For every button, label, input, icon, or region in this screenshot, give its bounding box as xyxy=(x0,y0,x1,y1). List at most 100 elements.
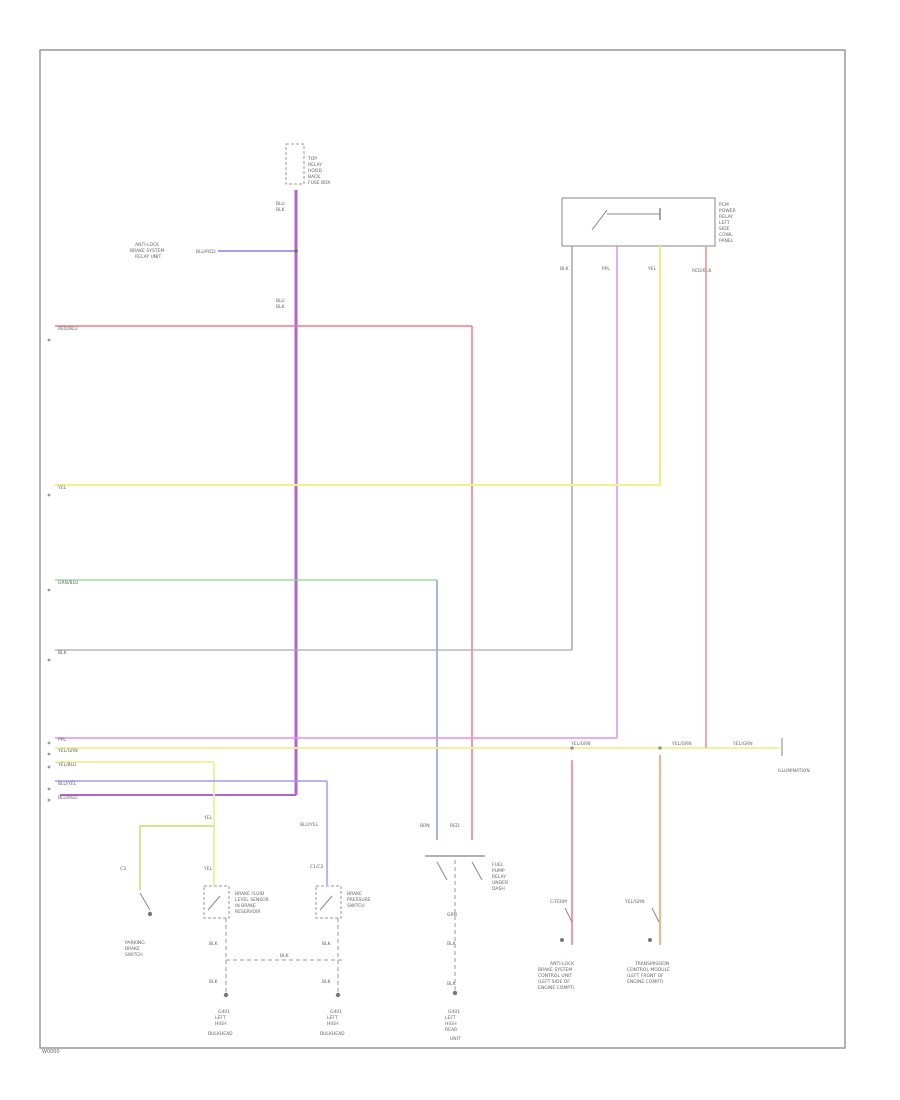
fluid-sensor-1-label-1: BRAKE FLUID xyxy=(235,891,265,897)
terminal-label-red-blue: RED/BLU xyxy=(58,326,78,332)
fluid-sensor-1-label-4: RESERVOIR xyxy=(235,909,261,915)
svg-text:PRESSURE: PRESSURE xyxy=(347,897,371,903)
terminal-label-blu-red: BLU/RED xyxy=(58,795,78,801)
transmission-control-module: YEL/GRN TRANSMISSION CONTROL MODULE (LEF… xyxy=(624,899,670,985)
fluid-sensor-2-ground-dot xyxy=(335,992,341,998)
terminal-dot xyxy=(47,752,51,756)
right-wire-label-c: YEL/GRN xyxy=(732,741,753,747)
top-connector-line-3: HOOD xyxy=(308,168,322,174)
mid-wire-label-2: BLK xyxy=(276,304,286,310)
fuel-pump-wire-b: BLK xyxy=(447,941,457,947)
fuel-pump-ground-5: UNIT xyxy=(450,1036,461,1042)
relay-box xyxy=(561,197,716,247)
terminal-dot xyxy=(47,658,51,662)
svg-text:BRAKE FLUID: BRAKE FLUID xyxy=(235,891,265,897)
svg-text:CONTROL MODULE: CONTROL MODULE xyxy=(627,967,670,973)
top-connector-line-4: BACK xyxy=(308,174,321,180)
splice-right-2 xyxy=(658,746,662,750)
side-relay-label-2: BRAKE SYSTEM xyxy=(130,248,164,254)
svg-text:BRAKE: BRAKE xyxy=(347,891,362,897)
svg-text:DASH: DASH xyxy=(492,886,505,892)
light-unit-contact xyxy=(651,907,660,923)
fuel-pump-ground-dot xyxy=(452,990,458,996)
fluid-sensor-1-contact xyxy=(207,895,221,911)
svg-text:LEFT: LEFT xyxy=(719,220,730,226)
fuel-pump-switch-1 xyxy=(436,861,448,881)
fluid-sensor-2-box xyxy=(315,885,342,919)
fuel-pump-wire-in-2: RED xyxy=(450,823,460,829)
svg-text:HIGH: HIGH xyxy=(445,1021,457,1027)
relay-label-6: COWL xyxy=(719,232,733,238)
relay-pin-label-4: RED/BLK xyxy=(692,268,713,274)
fluid-sensor-2-connector: C1/C2 xyxy=(310,864,324,870)
relay-pin-label-3: YEL xyxy=(647,266,657,272)
abs-unit-label-2: BRAKE SYSTEM xyxy=(538,967,572,973)
fuel-pump-ground-2: LEFT xyxy=(445,1015,456,1021)
left-terminals: RED/BLU YEL GRN/BLU BLK PPL YEL/GRN YEL/… xyxy=(47,326,78,802)
top-connector-box xyxy=(285,143,305,185)
side-relay-label-3: RELAY UNIT xyxy=(135,254,161,260)
fuel-pump-wire-a: GRN xyxy=(447,912,457,918)
parking-brake-label-2: BRAKE xyxy=(125,946,140,952)
top-wire-label-1: BLU xyxy=(276,201,285,207)
fuel-pump-ground-3: HIGH xyxy=(445,1021,457,1027)
parking-brake-wire: YEL xyxy=(203,815,213,821)
right-wire-label-b: YEL/GRN xyxy=(671,741,692,747)
terminal-label-ppl: PPL xyxy=(58,737,66,743)
terminal-dot xyxy=(47,798,51,802)
splice-right-1 xyxy=(570,746,574,750)
fluid-sensor-2-ground-2: LEFT xyxy=(327,1015,338,1021)
side-relay-label-1: ANTI-LOCK xyxy=(135,242,160,248)
abs-unit-label-1: ANTI-LOCK xyxy=(550,961,575,967)
abs-unit-label-4: (LEFT SIDE OF xyxy=(538,979,570,985)
svg-text:LEFT: LEFT xyxy=(445,1015,456,1021)
fluid-sensor-2-label-1: BRAKE xyxy=(347,891,362,897)
svg-text:G401: G401 xyxy=(218,1009,230,1015)
svg-text:HIGH: HIGH xyxy=(215,1021,227,1027)
svg-text:UNDER: UNDER xyxy=(492,880,508,886)
terminal-dot xyxy=(47,338,51,342)
light-unit-label-3: (LEFT FRONT OF xyxy=(627,973,664,979)
fluid-sensor-1-ground-3: HIGH xyxy=(215,1021,227,1027)
relay-label-5: SIDE xyxy=(719,226,730,232)
terminal-label-blk: BLK xyxy=(58,650,68,656)
fuel-pump-label-4: UNDER xyxy=(492,880,508,886)
abs-unit-terminal-dot xyxy=(560,938,564,942)
fluid-sensor-2-contact xyxy=(319,895,333,911)
fluid-sensor-2-ground-3: HIGH xyxy=(327,1021,339,1027)
svg-text:BACK: BACK xyxy=(308,174,321,180)
parking-brake-label-1: PARKING xyxy=(125,940,145,946)
fluid-sensor-1-label-3: IN BRAKE xyxy=(235,903,256,909)
brake-pressure-switch: BLU/YEL C1/C2 BRAKE PRESSURE SWITCH BLK … xyxy=(300,822,371,1037)
shared-ground-wire-label: BLK xyxy=(280,953,290,959)
fluid-sensor-1-ground-dot xyxy=(223,992,229,998)
top-connector: TOP RELAY HOOD BACK FUSE BOX xyxy=(285,143,330,186)
top-connector-line-5: FUSE BOX xyxy=(308,180,330,186)
fluid-sensor-1-label-2: LEVEL SENSOR xyxy=(235,897,269,903)
svg-text:FUEL: FUEL xyxy=(492,862,504,868)
svg-text:(LEFT FRONT OF: (LEFT FRONT OF xyxy=(627,973,664,979)
side-relay-wire-label: BLU/RED xyxy=(196,249,216,255)
svg-text:LEFT: LEFT xyxy=(215,1015,226,1021)
fluid-sensor-1-ground-4: BULKHEAD xyxy=(208,1031,233,1037)
svg-text:RELAY: RELAY xyxy=(492,874,506,880)
fuel-pump-ground-1: G401 xyxy=(448,1009,460,1015)
svg-text:HOOD: HOOD xyxy=(308,168,322,174)
svg-text:PARKING: PARKING xyxy=(125,940,145,946)
svg-text:PCM: PCM xyxy=(719,202,729,208)
svg-text:HIGH: HIGH xyxy=(327,1021,339,1027)
fluid-sensor-2-wire-b: BLK xyxy=(322,979,332,985)
fuel-pump-switch-2 xyxy=(471,861,483,881)
svg-text:G401: G401 xyxy=(448,1009,460,1015)
svg-text:LEFT: LEFT xyxy=(327,1015,338,1021)
parking-brake-ground-dot xyxy=(147,911,153,917)
svg-text:(LEFT SIDE OF: (LEFT SIDE OF xyxy=(538,979,570,985)
relay-label-3: RELAY xyxy=(719,214,733,220)
relay-label-1: PCM xyxy=(719,202,729,208)
parking-brake-switch: YEL C3 PARKING BRAKE SWITCH xyxy=(120,815,214,958)
fuel-pump-label-5: DASH xyxy=(492,886,505,892)
right-wire-label-a: YEL/GRN xyxy=(570,741,591,747)
mid-wire-label-1: BLU xyxy=(276,298,285,304)
fluid-sensor-2-label-3: SWITCH xyxy=(347,903,365,909)
